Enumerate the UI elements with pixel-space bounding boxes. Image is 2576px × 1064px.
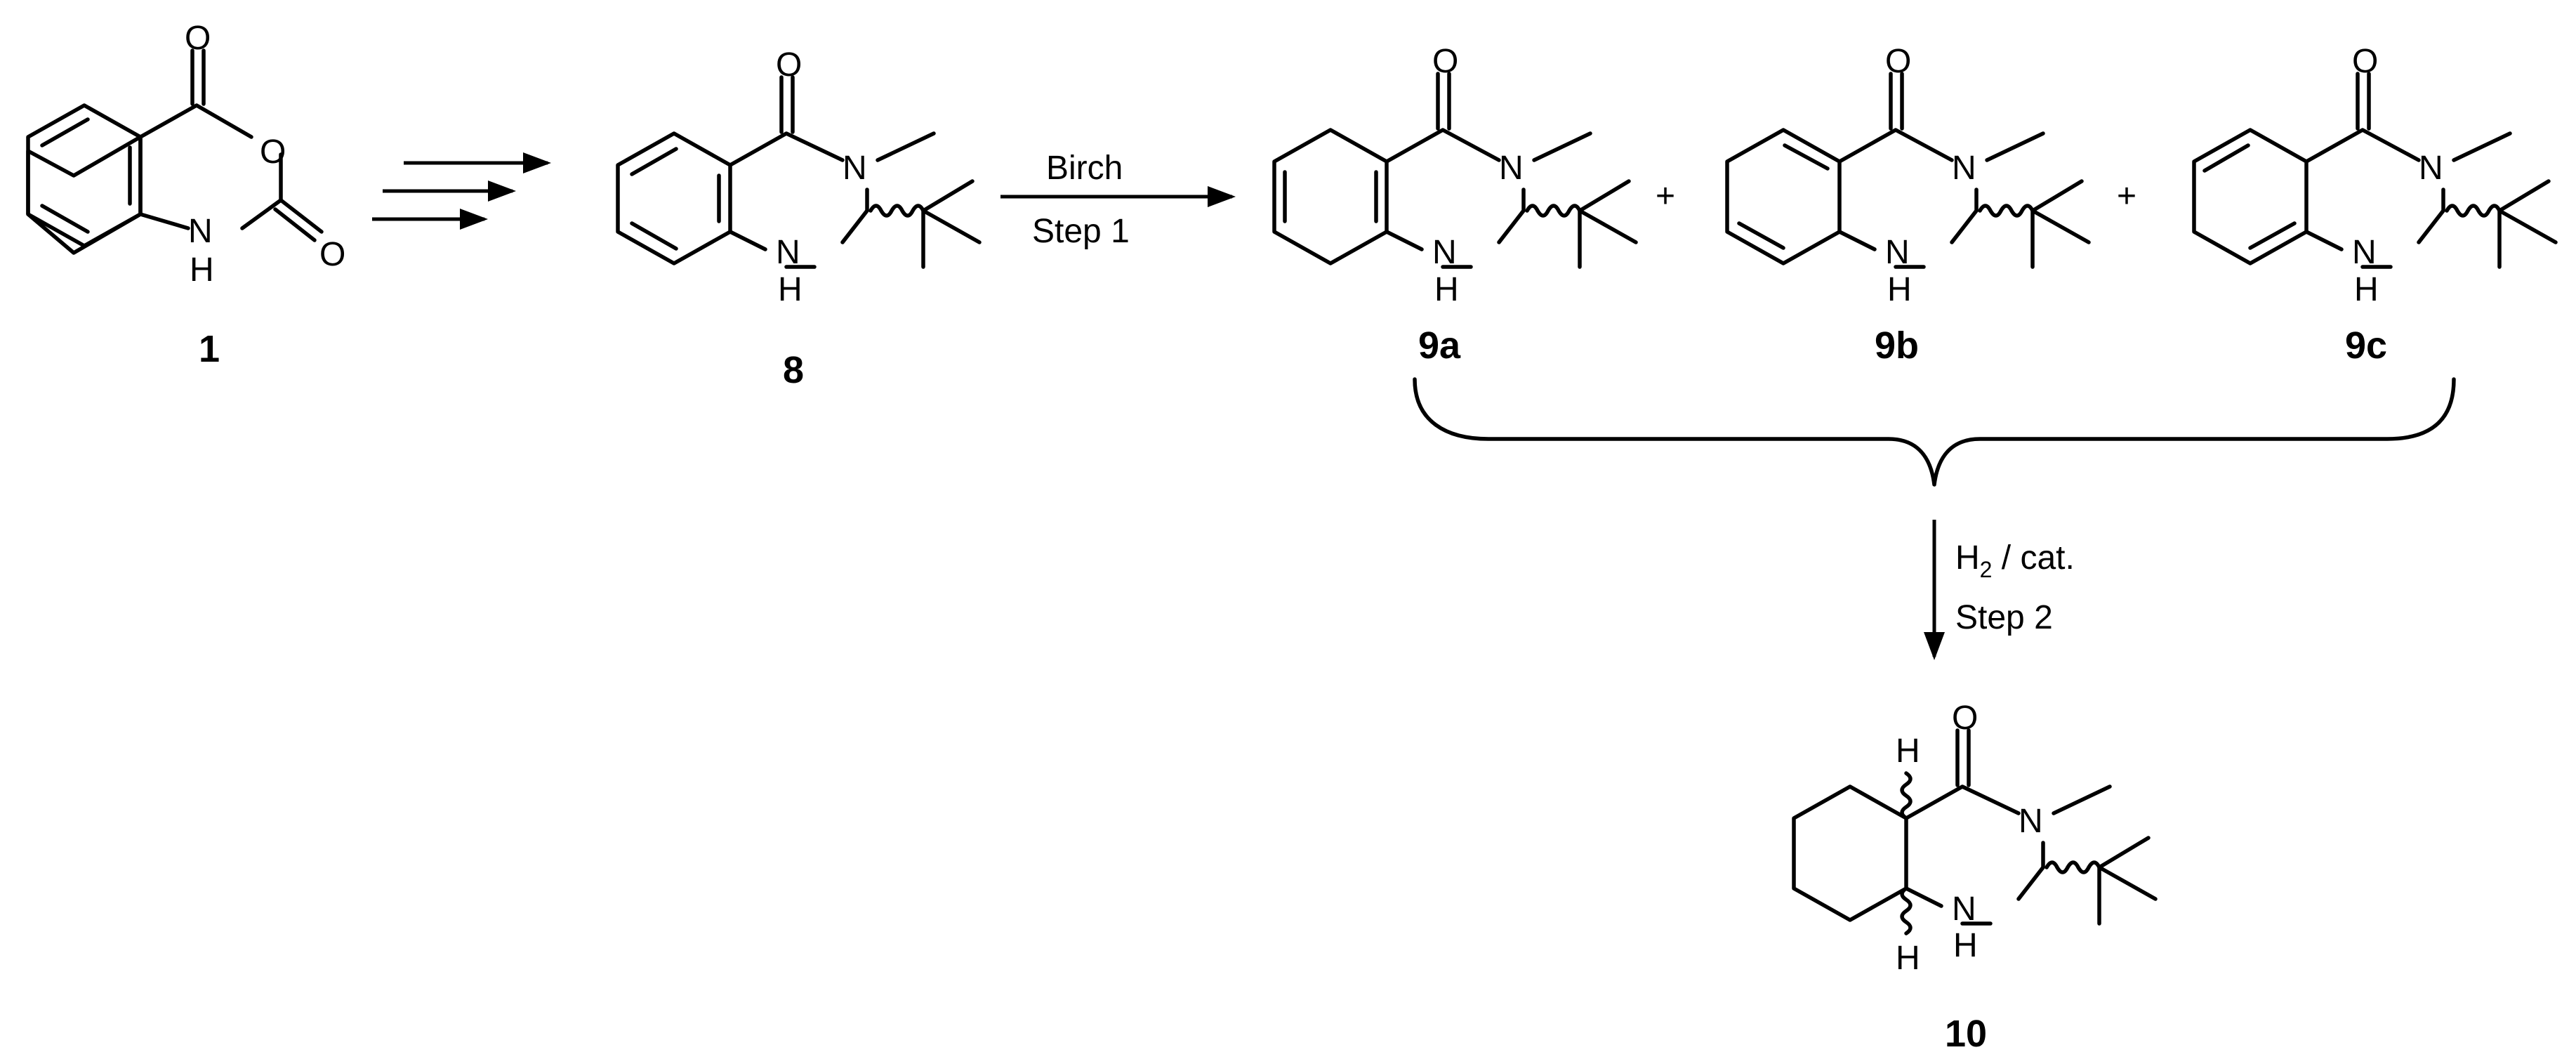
compound-10-cyclohexane (1792, 784, 1908, 922)
compound-10-wavy-bond (2045, 860, 2101, 874)
compound-9c-tbutyl (2497, 179, 2558, 269)
compound-9b: O N N H 9b (1725, 43, 2091, 367)
compound-10-wavy-h-bottom (1900, 886, 1913, 935)
compound-9b-inner-double (1737, 143, 1830, 250)
compound-9b-cyclohexadiene (1725, 128, 1842, 265)
compound-9c-atom-o: O (2352, 43, 2378, 80)
step2-arrow-group: H2 / cat. Step 2 (1924, 520, 2075, 660)
compound-8: O N N H 8 (616, 46, 982, 391)
compound-9a-carbonyl (1436, 72, 1451, 131)
compound-8-label: 8 (783, 349, 804, 391)
step2-reagent-h: H (1955, 539, 1980, 577)
compound-1-atom-h: H (190, 251, 214, 289)
compound-8-atom-nh-h: H (778, 271, 802, 308)
compound-9a-atom-o: O (1432, 43, 1458, 80)
compound-8-wavy-bond (868, 204, 925, 218)
compound-9a-atom-nh-h: H (1434, 271, 1459, 308)
compound-9a-n-methyl (1532, 131, 1592, 162)
compound-9b-atom-o: O (1885, 43, 1911, 80)
compound-1-carbonyl-right (273, 198, 324, 242)
compound-9b-n-methyl (1985, 131, 2045, 162)
compound-9b-hetero-ring (1837, 128, 1979, 269)
compound-9a-tbutyl (1578, 179, 1638, 269)
compound-9c: O N N H 9c (2192, 43, 2558, 367)
compound-9a-cyclohexadiene (1272, 128, 1389, 265)
compound-9a-label: 9a (1418, 324, 1461, 367)
compound-10-atom-h-top: H (1896, 733, 1920, 770)
compound-9c-atom-n: N (2419, 150, 2443, 187)
compound-9c-cyclohexadiene (2192, 128, 2309, 265)
step2-reagent: H2 / cat. (1955, 539, 2075, 582)
compound-8-atom-o: O (776, 46, 802, 84)
multistep-arrows (372, 152, 551, 230)
compound-1-atom-o-ring: O (260, 133, 286, 171)
compound-10-tbutyl (2097, 836, 2158, 926)
compound-1-atom-o-top: O (185, 20, 211, 57)
compound-9a-hetero-ring (1385, 128, 1526, 269)
compound-10: H H O N N H 10 (1792, 700, 2158, 1055)
compound-1: O O O N H 1 (26, 20, 345, 370)
compound-8-atom-n: N (843, 150, 867, 187)
compound-9a-wavy-bond (1525, 204, 1582, 218)
compound-10-atom-n: N (2019, 803, 2043, 840)
compound-8-hetero-ring (728, 131, 869, 269)
compound-9c-wavy-bond (2445, 204, 2502, 218)
compound-10-atom-nh-n: N (1952, 891, 1976, 928)
compound-9b-wavy-bond (1978, 204, 2035, 218)
compound-9b-tbutyl (2030, 179, 2091, 269)
compound-9a-atom-nh-n: N (1432, 234, 1457, 271)
compound-9c-inner-double (2202, 143, 2297, 250)
compound-8-carbonyl (779, 75, 795, 134)
compound-1-aromatic-inner (40, 117, 132, 234)
step1-reagent: Birch (1046, 150, 1123, 187)
compound-8-aromatic-inner (630, 147, 721, 251)
compound-1-label: 1 (199, 328, 220, 370)
compound-10-n-methyl (2052, 784, 2112, 815)
compound-10-atom-o: O (1952, 700, 1978, 737)
compound-1-carbonyl-top (190, 48, 206, 106)
compound-1-atom-o-right: O (319, 236, 345, 273)
merge-brace (1413, 377, 2456, 487)
step2-reagent-rest: / cat. (1992, 539, 2074, 577)
compound-10-label: 10 (1945, 1013, 1987, 1055)
compound-1-benzene (26, 103, 143, 248)
compound-9a-atom-n: N (1499, 150, 1524, 187)
compound-8-tbutyl (921, 179, 982, 269)
compound-8-n-methyl (876, 131, 936, 162)
compound-10-hetero-ring (1904, 784, 2045, 926)
compound-10-carbonyl (1955, 728, 1971, 787)
compound-9c-carbonyl (2356, 72, 2371, 131)
compound-10-atom-h-bottom: H (1896, 940, 1920, 977)
compound-9b-atom-nh-n: N (1885, 234, 1910, 271)
compound-9c-hetero-ring (2304, 128, 2445, 269)
compound-9b-label: 9b (1875, 324, 1919, 367)
step1-arrow-group: Birch Step 1 (1000, 150, 1236, 250)
compound-9a: O N N H 9a (1272, 43, 1638, 367)
compound-8-atom-nh-n: N (776, 234, 800, 271)
step1-step: Step 1 (1032, 213, 1130, 250)
compound-9c-atom-nh-h: H (2354, 271, 2379, 308)
compound-1-atom-n: N (188, 213, 213, 250)
plus-sign-1: + (1656, 178, 1675, 215)
compound-9c-label: 9c (2345, 324, 2387, 367)
compound-9c-atom-nh-n: N (2352, 234, 2377, 271)
step2-reagent-sub: 2 (1980, 557, 1993, 582)
step2-step: Step 2 (1955, 599, 2053, 636)
compound-8-benzene (616, 131, 732, 265)
compound-9b-atom-n: N (1952, 150, 1976, 187)
compound-1-ring-bonds (26, 135, 143, 255)
compound-9b-carbonyl (1889, 72, 1904, 131)
compound-9a-inner-double (1283, 170, 1378, 223)
plus-sign-2: + (2117, 178, 2136, 215)
compound-10-wavy-h-top (1900, 771, 1913, 820)
compound-9c-n-methyl (2452, 131, 2512, 162)
compound-10-atom-nh-h: H (1953, 927, 1978, 964)
compound-9b-atom-nh-h: H (1887, 271, 1912, 308)
